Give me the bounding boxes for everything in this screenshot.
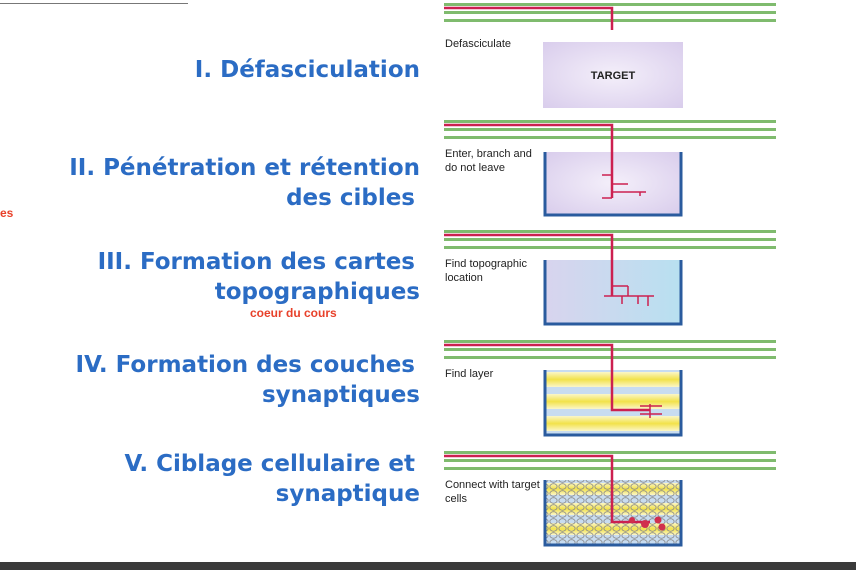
panel-3-label: Find topographic location: [445, 258, 527, 284]
stage-4-line-2: synaptiques: [261, 382, 420, 408]
panel-4-label: Find layer: [445, 368, 494, 380]
tract-line: [444, 467, 776, 470]
target-label: TARGET: [591, 70, 636, 82]
tract-line: [444, 19, 776, 22]
panel-2-target-frame: [543, 152, 683, 217]
panel-5-target-frame: [543, 480, 683, 547]
stage-2-title: II. Pénétration et rétention des cibles: [0, 153, 420, 213]
tract-line: [444, 136, 776, 139]
tract-line: [444, 238, 776, 241]
stage-5-line-2: synaptique: [275, 481, 420, 507]
panel-3-target-frame: [543, 260, 683, 326]
synapse-bouton: [641, 520, 649, 528]
panel-5-synapses: [629, 516, 666, 531]
stage-1-line-1: I. Défasciculation: [194, 57, 420, 83]
panel-3-tract: [444, 230, 776, 249]
stage-1-title: I. Défasciculation: [0, 55, 420, 85]
tract-line: [444, 451, 776, 454]
panel-4-branches: [640, 404, 662, 418]
panel-2-axon: [444, 123, 614, 198]
core-note: coeur du cours: [250, 306, 337, 320]
stage-5-line-1: V. Ciblage cellulaire et: [124, 451, 416, 477]
panel-1-axon: [444, 6, 614, 30]
panel-4-target-frame: [543, 370, 683, 437]
tract-line: [444, 340, 776, 343]
panel-3-axon: [444, 233, 614, 296]
stage-4-title: IV. Formation des couches synaptiques: [0, 350, 420, 410]
stage-5-title: V. Ciblage cellulaire et synaptique: [0, 449, 421, 509]
tract-line: [444, 230, 776, 233]
top-divider-line: [0, 3, 188, 4]
tract-line: [444, 348, 776, 351]
tract-line: [444, 356, 776, 359]
stage-2-line-1: II. Pénétration et rétention: [69, 155, 420, 181]
stage-3-line-2: topographiques: [214, 279, 420, 305]
panel-5-tract: [444, 451, 776, 470]
tract-line: [444, 11, 776, 14]
tract-line: [444, 120, 776, 123]
tract-line: [444, 128, 776, 131]
synapse-bouton: [654, 516, 662, 524]
tract-line: [444, 459, 776, 462]
panel-1-tract: [444, 3, 776, 22]
stage-2-line-2: des cibles: [286, 185, 415, 211]
panel-1-target-box: [543, 42, 683, 108]
stage-3-title: III. Formation des cartes topographiques: [0, 247, 420, 307]
cropped-edge-text: es: [0, 206, 14, 220]
panel-2-tract: [444, 120, 776, 139]
tract-line: [444, 246, 776, 249]
panel-2-label: Enter, branch and do not leave: [445, 148, 532, 174]
synapse-bouton: [658, 523, 666, 531]
panel-4-axon: [444, 343, 650, 412]
synapse-bouton: [629, 517, 635, 523]
stage-4-line-1: IV. Formation des couches: [75, 352, 415, 378]
panel-3-branches: [604, 285, 654, 306]
panel-4-tract: [444, 340, 776, 359]
stage-3-line-1: III. Formation des cartes: [97, 249, 415, 275]
bottom-bar: [0, 562, 856, 570]
panel-1-label: Defasciculate: [445, 38, 512, 50]
panel-2-branches: [602, 174, 646, 199]
panel-5-label: Connect with target cells: [445, 479, 540, 505]
tract-line: [444, 3, 776, 6]
target-layer-band: [546, 416, 680, 431]
